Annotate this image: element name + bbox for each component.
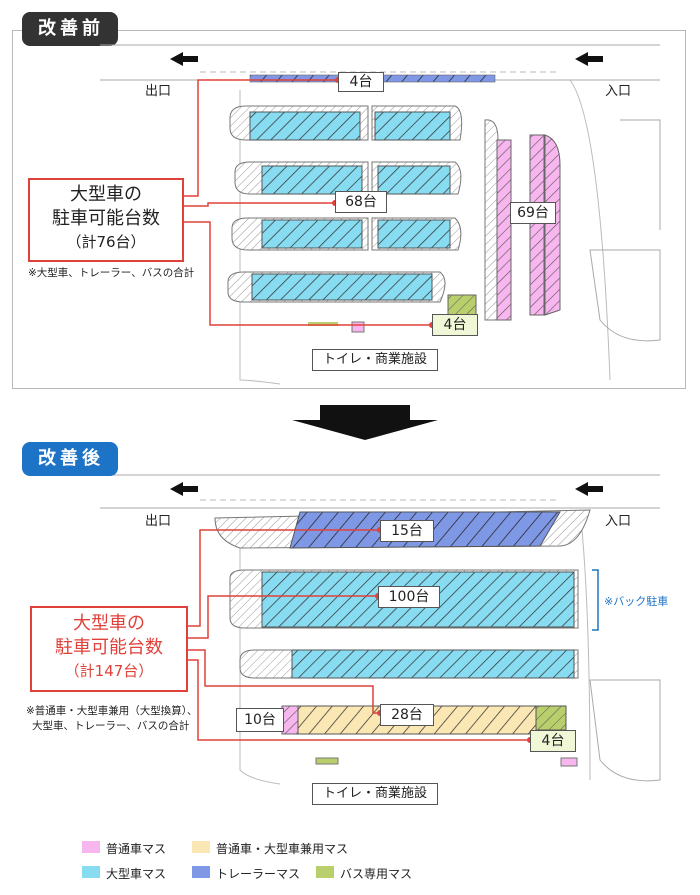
after-count-bus: 4台: [530, 730, 576, 752]
after-exit-arrow-icon: [170, 482, 198, 496]
before-row3a: [261, 219, 363, 249]
after-count-trailer: 15台: [380, 520, 434, 542]
before-note: ※大型車、トレーラー、バスの合計: [28, 267, 195, 279]
after-entrance-arrow-icon: [575, 482, 603, 496]
after-note-line1: ※普通車・大型車兼用（大型換算）、: [26, 705, 198, 717]
before-row3b: [377, 219, 451, 249]
before-summary-line3: （計76台）: [66, 233, 146, 251]
before-row1b: [374, 111, 451, 141]
after-facility-label: トイレ・商業施設: [312, 783, 438, 805]
after-exit-label: 出口: [145, 514, 172, 529]
after-count-large: 100台: [378, 586, 440, 608]
legend-swatch-car: [82, 841, 100, 853]
before-exit-arrow-icon: [170, 52, 198, 66]
transition-arrow-icon: [292, 405, 438, 440]
legend-label-large: 大型車マス: [106, 867, 167, 881]
legend-label-trailer: トレーラーマス: [216, 867, 301, 881]
after-summary-line2: 駐車可能台数: [55, 637, 163, 658]
after-large-row2: [291, 649, 575, 679]
before-row4: [251, 273, 433, 301]
after-count-shared: 28台: [380, 704, 434, 726]
before-map: [100, 44, 661, 385]
before-row1a: [249, 111, 361, 141]
after-summary-line1: 大型車の: [73, 613, 145, 634]
after-summary-line3: （計147台）: [64, 662, 154, 680]
before-count-trailer: 4台: [338, 72, 384, 92]
legend-swatch-bus: [316, 866, 334, 878]
back-parking-bracket: [592, 569, 599, 631]
before-row2a: [261, 165, 363, 195]
before-count-middle: 68台: [335, 191, 387, 213]
before-entrance-label: 入口: [605, 84, 632, 99]
before-facility-label: トイレ・商業施設: [312, 349, 438, 371]
legend-swatch-shared: [192, 841, 210, 853]
legend-label-shared: 普通車・大型車兼用マス: [216, 842, 349, 856]
after-badge: 改善後: [22, 442, 118, 476]
after-note-line2: 大型車、トレーラー、バスの合計: [32, 720, 190, 732]
before-summary-line1: 大型車の: [70, 184, 142, 205]
after-count-car: 10台: [236, 708, 284, 732]
before-count-bus: 4台: [432, 314, 478, 336]
before-car-col2: [529, 134, 545, 316]
after-bus-spaces: [535, 705, 567, 731]
legend-swatch-trailer: [192, 866, 210, 878]
before-badge: 改善前: [22, 12, 118, 46]
legend-swatch-large: [82, 866, 100, 878]
legend-label-bus: バス専用マス: [340, 867, 413, 881]
before-exit-label: 出口: [145, 84, 172, 99]
before-car-col1: [496, 139, 512, 321]
after-summary-box: 大型車の 駐車可能台数 （計147台）: [30, 606, 188, 692]
before-entrance-arrow-icon: [575, 52, 603, 66]
back-parking-note: ※バック駐車: [604, 595, 669, 608]
before-summary-line2: 駐車可能台数: [52, 208, 160, 229]
before-summary-box: 大型車の 駐車可能台数 （計76台）: [28, 178, 184, 262]
after-car-spaces: [281, 705, 299, 735]
after-entrance-label: 入口: [605, 514, 632, 529]
before-row2b: [377, 165, 451, 195]
legend-label-car: 普通車マス: [106, 842, 167, 856]
before-count-right: 69台: [510, 202, 556, 224]
